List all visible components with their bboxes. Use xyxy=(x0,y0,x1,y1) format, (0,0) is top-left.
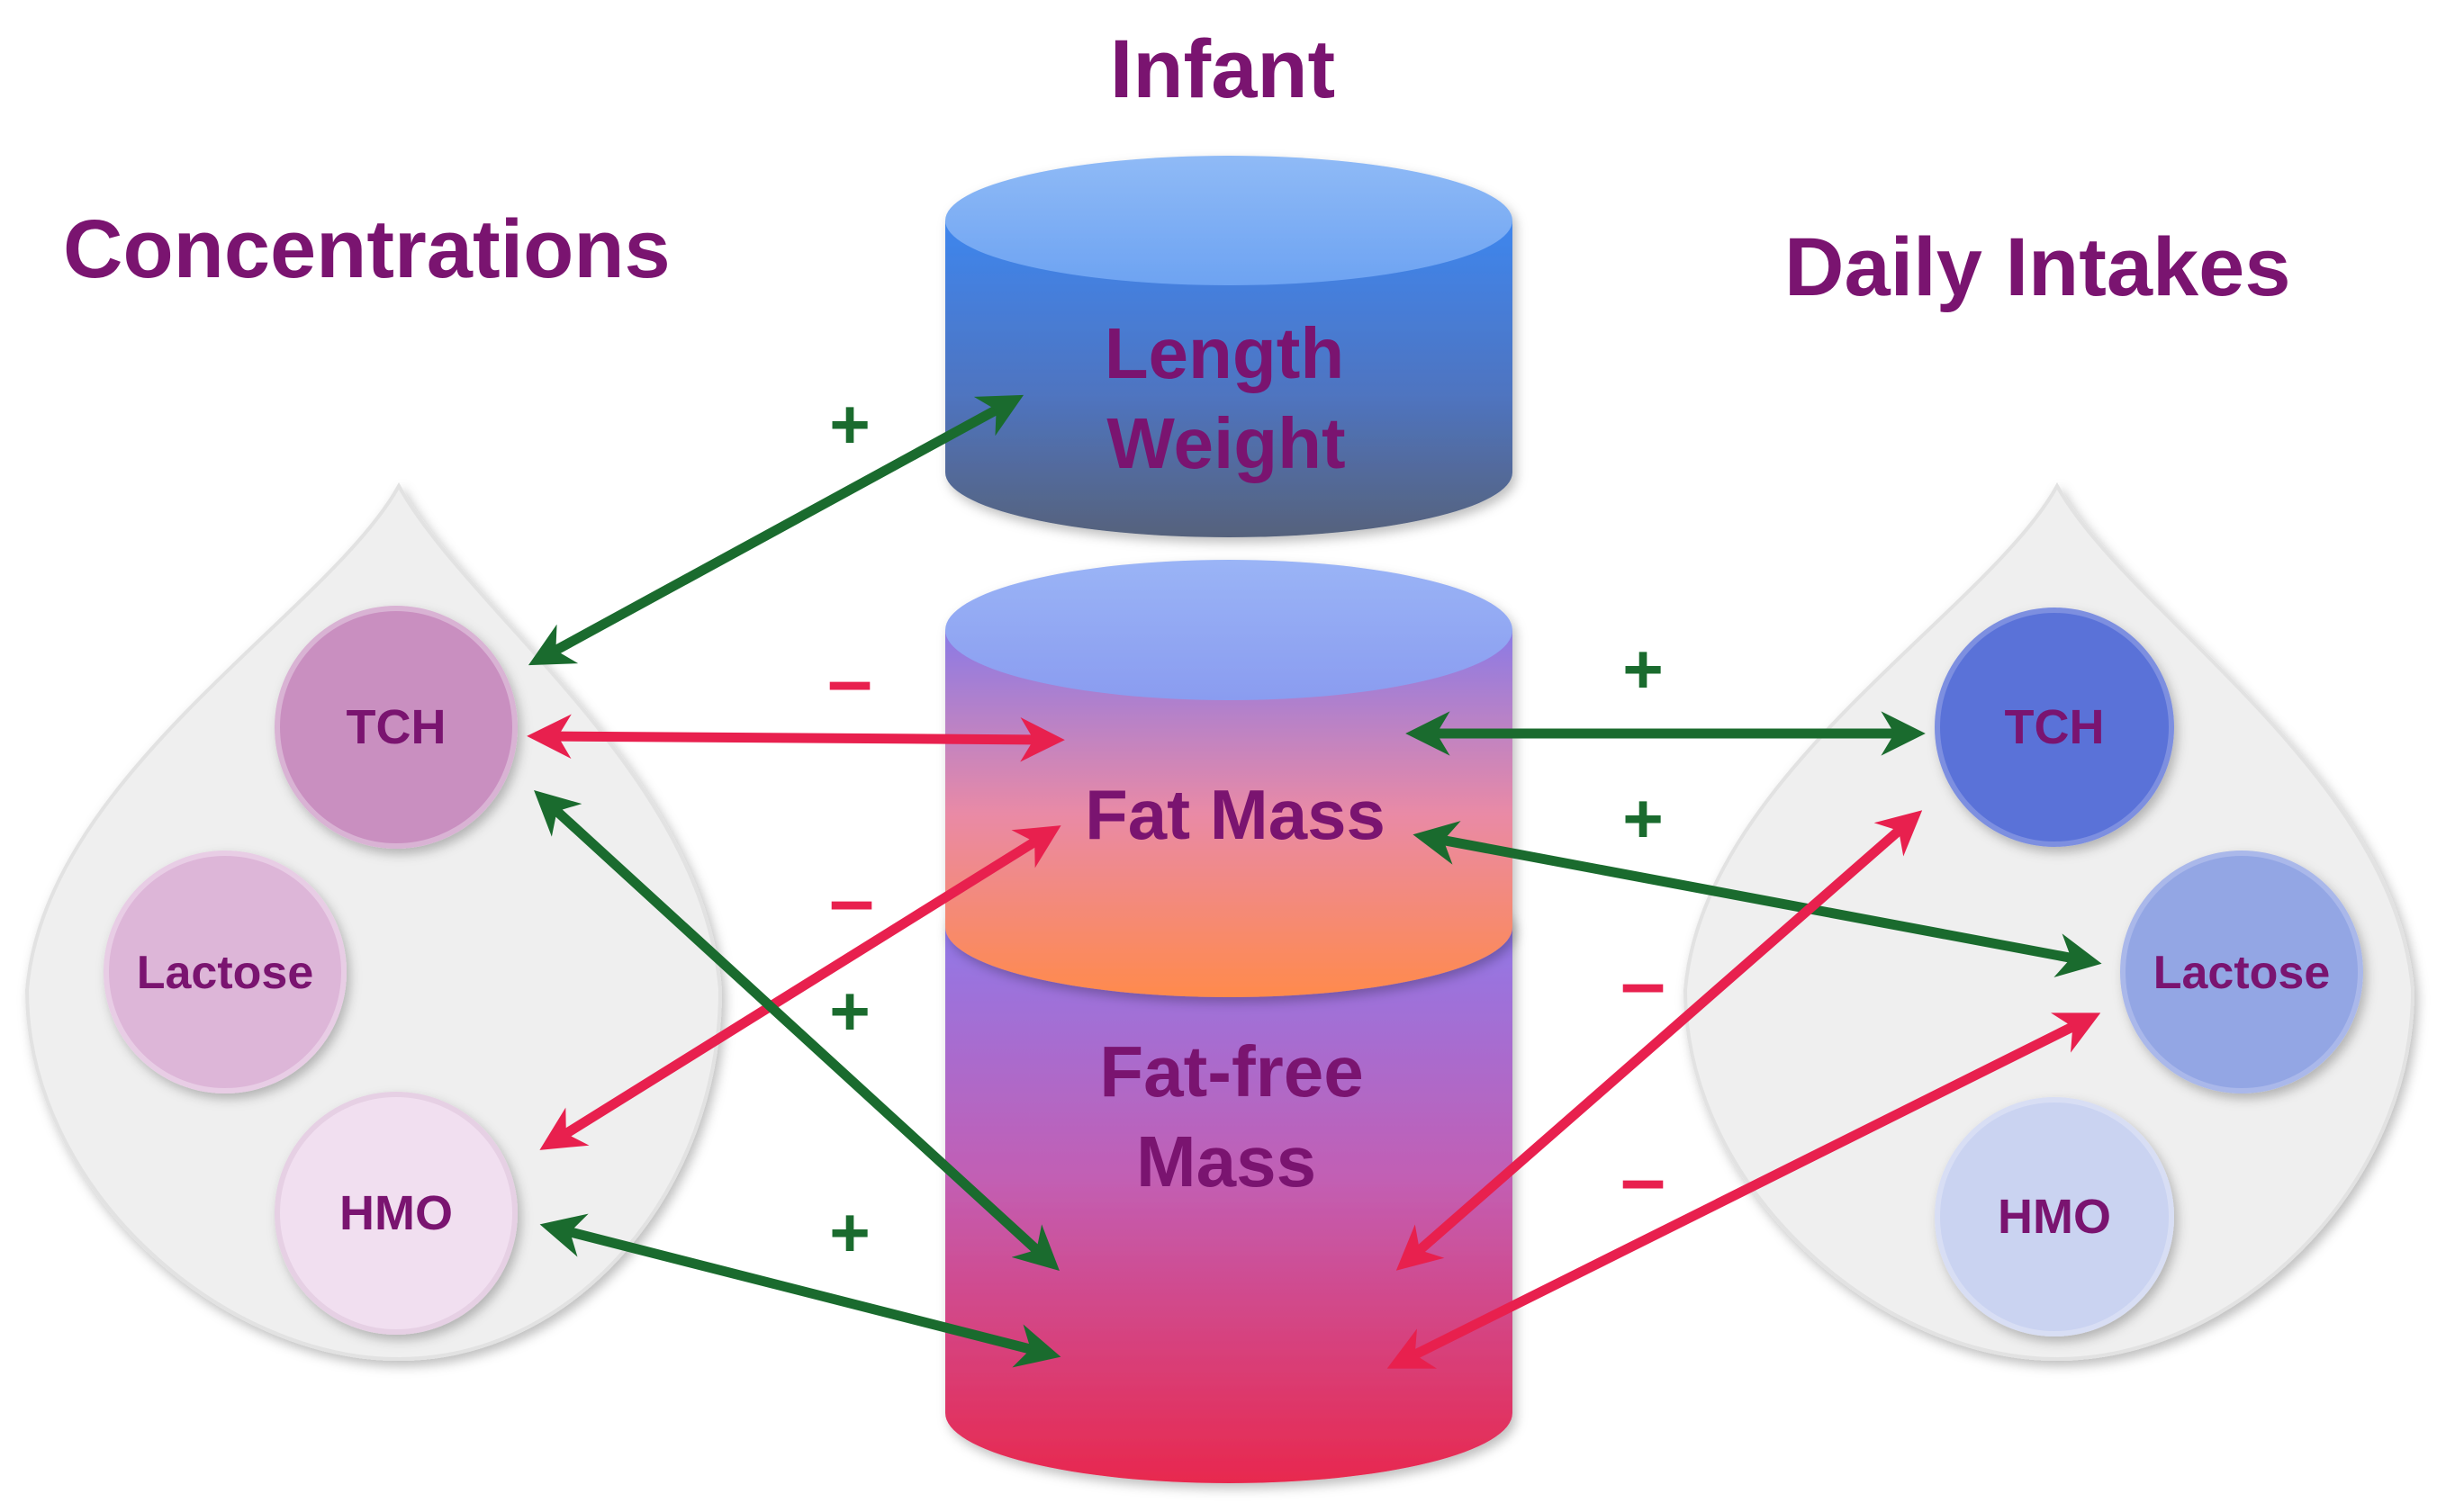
infant-title: Infant xyxy=(1110,23,1335,115)
conc-tch-label: TCH xyxy=(347,700,447,754)
intake-tch-label: TCH xyxy=(2005,700,2105,754)
intake-lactose-label: Lactose xyxy=(2153,947,2331,999)
sign-intake-tch-fatmass: + xyxy=(1622,629,1664,708)
conc-lactose-circle xyxy=(104,850,347,1094)
fat-free-cylinder-body xyxy=(945,927,1512,1483)
weight-label: Weight xyxy=(1106,403,1345,483)
sign-conc-tch-fatfree: + xyxy=(829,971,871,1050)
length-weight-cylinder xyxy=(945,156,1512,537)
length-label: Length xyxy=(1105,313,1345,393)
fat-mass-cylinder xyxy=(945,560,1512,997)
conc-lactose-node: Lactose xyxy=(104,850,347,1094)
arrow-conc-tch-to-fat-mass xyxy=(527,714,1065,762)
intake-lactose-node: Lactose xyxy=(2120,850,2363,1094)
arrow-intake-lactose-to-fat-free-mass xyxy=(1386,1012,2101,1369)
conc-hmo-circle xyxy=(275,1092,518,1335)
daily-intakes-heading: Daily Intakes xyxy=(1784,221,2291,313)
conc-lactose-label: Lactose xyxy=(137,947,314,999)
sign-intake-tch-fatfree: – xyxy=(1620,938,1665,1028)
conc-tch-node: TCH xyxy=(275,606,518,849)
intake-hmo-label: HMO xyxy=(1998,1190,2111,1244)
fat-mass-cylinder-cap xyxy=(945,560,1512,700)
arrow-conc-hmo-to-fat-free-mass xyxy=(539,1213,1061,1368)
intake-lactose-circle xyxy=(2120,850,2363,1094)
fat-mass-cylinder-body xyxy=(945,630,1512,997)
sign-conc-hmo-fatfree: + xyxy=(829,1192,871,1272)
fat-mass-label: Fat Mass xyxy=(1085,775,1385,854)
sign-conc-tch-fatmass: – xyxy=(827,635,872,725)
conc-hmo-label: HMO xyxy=(339,1186,453,1240)
concentrations-heading: Concentrations xyxy=(63,203,671,295)
length-weight-cylinder-cap xyxy=(945,156,1512,285)
sign-conc-hmo-fatmass: – xyxy=(829,855,874,945)
arrow-conc-tch-to-length-weight xyxy=(528,394,1024,666)
conc-tch-circle xyxy=(275,606,518,849)
intake-hmo-node: HMO xyxy=(1935,1097,2174,1336)
sign-intake-lactose-fatmass: + xyxy=(1622,778,1664,858)
arrow-conc-tch-to-fat-free-mass xyxy=(534,789,1060,1272)
intake-tch-node: TCH xyxy=(1935,608,2174,847)
sign-intake-lactose-fatfree: – xyxy=(1620,1134,1665,1224)
length-weight-cylinder-body xyxy=(945,220,1512,537)
fat-free-label-line1: Fat-free xyxy=(1099,1031,1363,1112)
sign-conc-tch-length: + xyxy=(829,384,871,464)
conc-hmo-node: HMO xyxy=(275,1092,518,1335)
fat-free-label-line2: Mass xyxy=(1136,1121,1316,1202)
